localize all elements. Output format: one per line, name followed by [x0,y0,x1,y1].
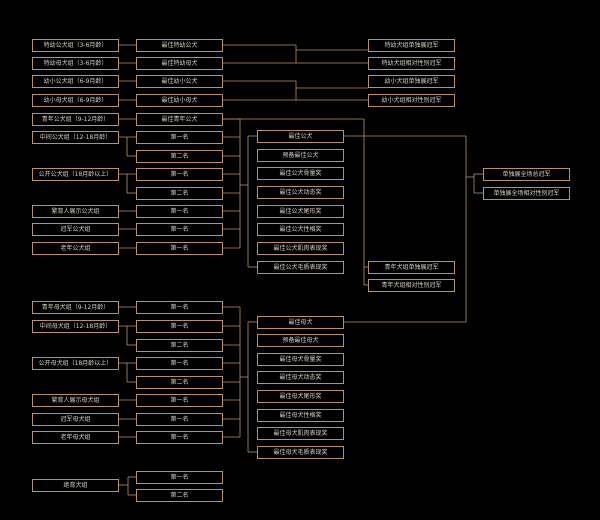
group-breeder-female: 繁育人展示母犬组 [32,394,119,407]
best-opposite-sex-in-show: 单独展全场相对性别冠军 [483,187,570,200]
award-best-puppy-female: 最佳幼小母犬 [136,94,223,107]
female-coat-award: 最佳母犬毛质表现奖 [257,446,344,459]
rank-breeder-male-first: 第一名 [136,205,223,218]
juvenile-best-in-show: 特幼犬组单独展冠军 [368,39,455,52]
juvenile-best-opposite-sex: 特幼犬组相对性别冠军 [368,57,455,70]
rank-champion-male-first: 第一名 [136,223,223,236]
group-veteran-female: 老年母犬组 [32,431,119,444]
male-muscle-award: 最佳公犬肌肉表现奖 [257,242,344,255]
female-reserve-best: 预备最佳母犬 [257,334,344,347]
group-open-male: 公开公犬组（18月龄以上） [32,168,119,181]
rank-intermediate-female-first: 第一名 [136,320,223,333]
group-champion-female: 冠军母犬组 [32,413,119,426]
female-temperament-award: 最佳母犬性格奖 [257,409,344,422]
rank-neutered-first: 第一名 [136,471,223,484]
junior-best-opposite-sex: 青年犬组相对性别冠军 [368,279,455,292]
junior-best-in-show: 青年犬组单独展冠军 [368,261,455,274]
puppy-best-in-show: 幼小犬组单独展冠军 [368,75,455,88]
group-junior-female: 青年母犬组（9-12月龄） [32,301,119,314]
award-best-puppy-male: 最佳幼小公犬 [136,75,223,88]
male-temperament-award: 最佳公犬性格奖 [257,223,344,236]
award-best-junior-male: 最佳青年公犬 [136,113,223,126]
male-coat-award: 最佳公犬毛质表现奖 [257,261,344,274]
group-puppy-female: 幼小母犬组（6-9月龄） [32,94,119,107]
male-bone-award: 最佳公犬骨量奖 [257,167,344,180]
group-junior-male: 青年公犬组（9-12月龄） [32,113,119,126]
group-intermediate-female: 中间母犬组（12-18月龄） [32,320,119,333]
rank-open-female-first: 第一名 [136,357,223,370]
group-juvenile-female: 特幼母犬组（3-6月龄） [32,57,119,70]
rank-open-male-second: 第二名 [136,187,223,200]
female-best: 最佳母犬 [257,316,344,329]
rank-neutered-second: 第二名 [136,489,223,502]
rank-veteran-male-first: 第一名 [136,242,223,255]
male-tail-award: 最佳公犬尾形奖 [257,205,344,218]
male-movement-award: 最佳公犬动态奖 [257,186,344,199]
rank-champion-female-first: 第一名 [136,413,223,426]
rank-veteran-female-first: 第一名 [136,431,223,444]
rank-junior-female-first: 第一名 [136,301,223,314]
female-movement-award: 最佳母犬动态奖 [257,371,344,384]
group-intermediate-male: 中间公犬组（12-18月龄） [32,131,119,144]
rank-open-female-second: 第二名 [136,376,223,389]
best-in-show: 单独展全场总冠军 [483,168,570,181]
rank-open-male-first: 第一名 [136,168,223,181]
male-reserve-best: 预备最佳公犬 [257,149,344,162]
group-neutered: 绝育犬组 [32,479,119,492]
group-breeder-male: 繁育人展示公犬组 [32,205,119,218]
male-best: 最佳公犬 [257,130,344,143]
group-juvenile-male: 特幼公犬组（3-6月龄） [32,39,119,52]
female-tail-award: 最佳母犬尾形奖 [257,390,344,403]
rank-intermediate-male-first: 第一名 [136,131,223,144]
female-muscle-award: 最佳母犬肌肉表现奖 [257,427,344,440]
rank-intermediate-male-second: 第二名 [136,150,223,163]
female-bone-award: 最佳母犬骨量奖 [257,353,344,366]
puppy-best-opposite-sex: 幼小犬组相对性别冠军 [368,94,455,107]
rank-intermediate-female-second: 第二名 [136,339,223,352]
award-best-juvenile-female: 最佳特幼母犬 [136,57,223,70]
group-champion-male: 冠军公犬组 [32,223,119,236]
award-best-juvenile-male: 最佳特幼公犬 [136,39,223,52]
group-puppy-male: 幼小公犬组（6-9月龄） [32,75,119,88]
rank-breeder-female-first: 第一名 [136,394,223,407]
group-open-female: 公开母犬组（18月龄以上） [32,357,119,370]
group-veteran-male: 老年公犬组 [32,242,119,255]
